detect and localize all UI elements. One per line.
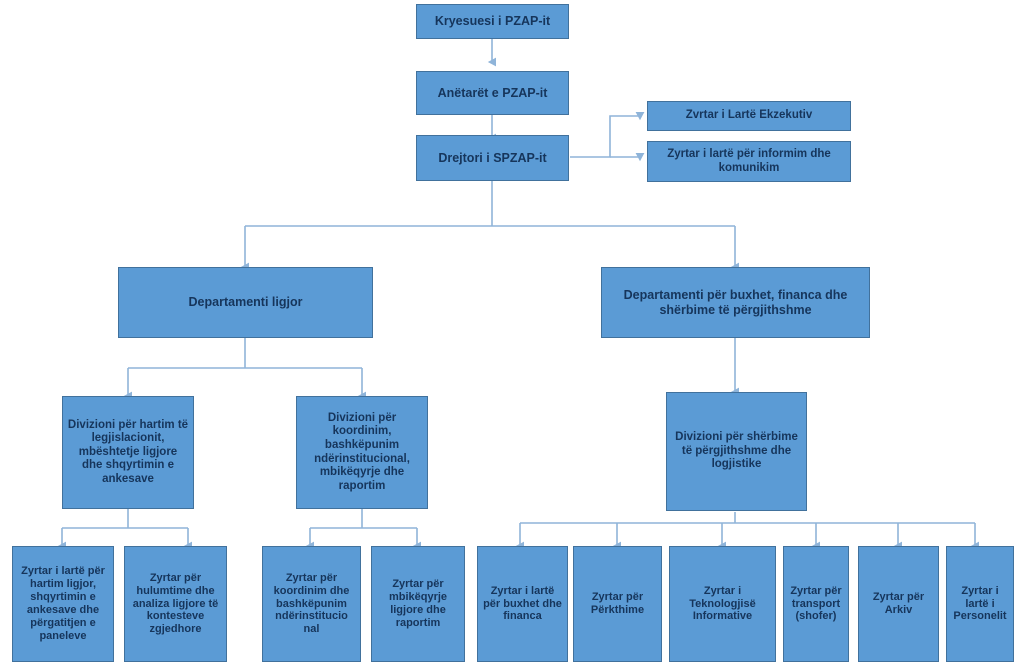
node-division-coordination[interactable]: Divizioni për koordinim, bashkëpunim ndë… [296, 396, 428, 509]
node-division-general-services[interactable]: Divizioni për shërbime të përgjithshme d… [666, 392, 807, 511]
node-department-budget-finance[interactable]: Departamenti për buxhet, financa dhe shë… [601, 267, 870, 338]
node-officer-transport-driver[interactable]: Zyrtar për transport (shofer) [783, 546, 849, 662]
node-division-legislation[interactable]: Divizioni për hartim të legjislacionit, … [62, 396, 194, 509]
node-department-legal[interactable]: Departamenti ligjor [118, 267, 373, 338]
node-director[interactable]: Drejtori i SPZAP-it [416, 135, 569, 181]
node-chair[interactable]: Kryesuesi i PZAP-it [416, 4, 569, 39]
node-officer-translation[interactable]: Zyrtar për Përkthime [573, 546, 662, 662]
node-officer-archive[interactable]: Zyrtar për Arkiv [858, 546, 939, 662]
node-officer-legal-drafting[interactable]: Zyrtar i lartë për hartim ligjor, shqyrt… [12, 546, 114, 662]
node-officer-budget-finance[interactable]: Zyrtar i lartë për buxhet dhe financa [477, 546, 568, 662]
node-information-communication-officer[interactable]: Zyrtar i lartë për informim dhe komuniki… [647, 141, 851, 182]
node-officer-research-analysis[interactable]: Zyrtar për hulumtime dhe analiza ligjore… [124, 546, 227, 662]
node-members[interactable]: Anëtarët e PZAP-it [416, 71, 569, 115]
node-officer-information-technology[interactable]: Zyrtar i Teknologjisë Informative [669, 546, 776, 662]
node-officer-senior-personnel[interactable]: Zyrtar i lartë i Personelit [946, 546, 1014, 662]
node-officer-legal-oversight-reporting[interactable]: Zyrtar për mbikëqyrje ligjore dhe raport… [371, 546, 465, 662]
node-senior-executive-officer[interactable]: Zvrtar i Lartë Ekzekutiv [647, 101, 851, 131]
node-officer-interinstitutional-coordination[interactable]: Zyrtar për koordinim dhe bashkëpunim ndë… [262, 546, 361, 662]
